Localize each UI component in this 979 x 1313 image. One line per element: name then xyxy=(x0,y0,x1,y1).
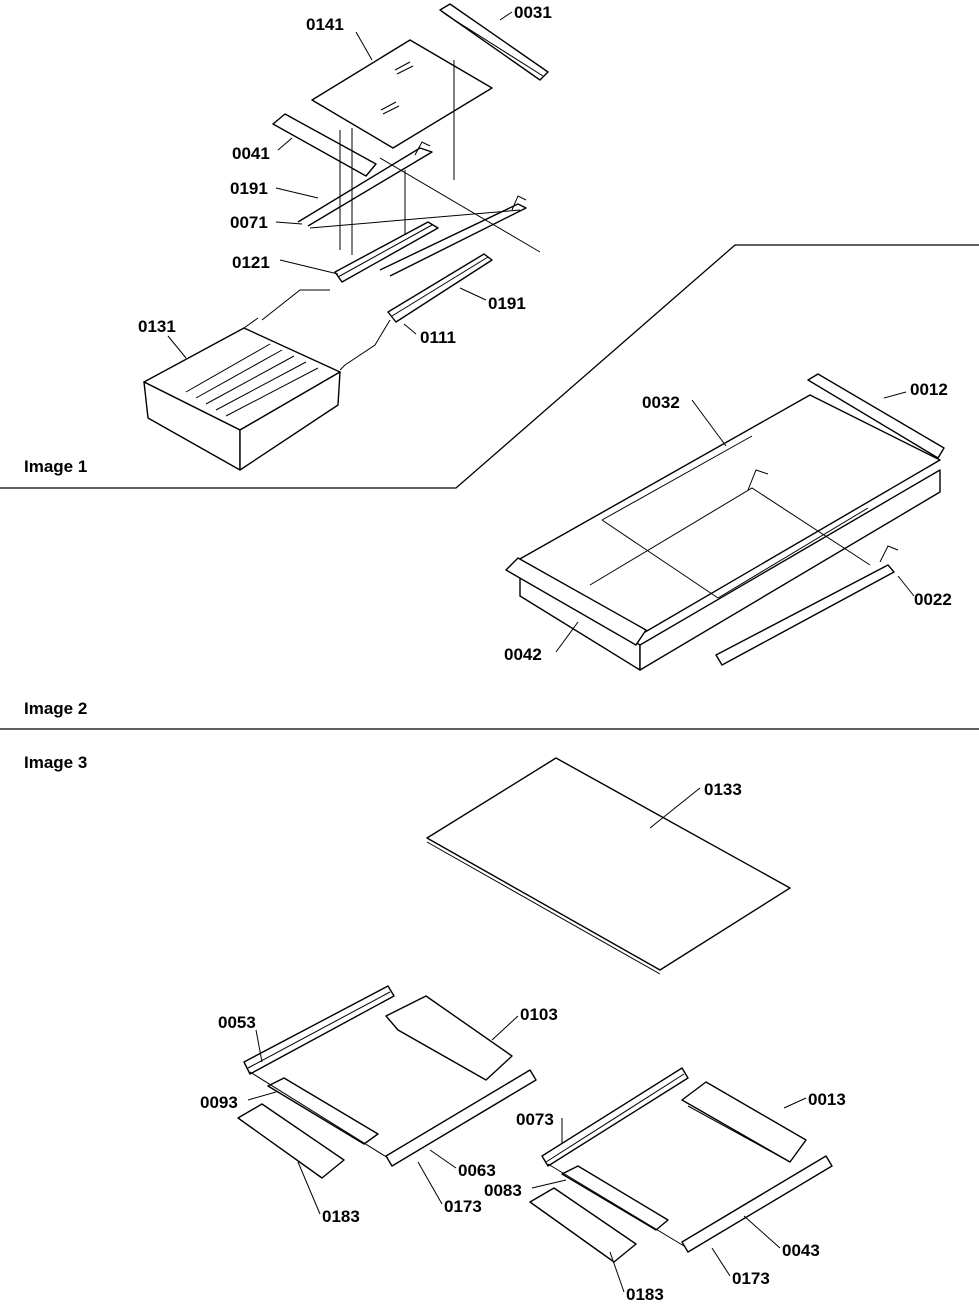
callout-0121: 0121 xyxy=(232,253,270,272)
image2-shelf-assembly xyxy=(505,373,945,671)
divider-image1 xyxy=(0,244,979,489)
callout-0053: 0053 xyxy=(218,1013,256,1032)
part-0183-trim-left xyxy=(237,1103,345,1179)
callout-0032: 0032 xyxy=(642,393,680,412)
image2-callouts: 0032 0012 0022 0042 xyxy=(504,380,952,664)
glass-glint-marks xyxy=(380,61,414,115)
callout-0183-right: 0183 xyxy=(626,1285,664,1304)
callout-0133: 0133 xyxy=(704,780,742,799)
callout-0043: 0043 xyxy=(782,1241,820,1260)
part-0183-trim-right xyxy=(529,1187,637,1263)
image3-left-frame xyxy=(237,985,537,1179)
callout-0093: 0093 xyxy=(200,1093,238,1112)
callout-0103: 0103 xyxy=(520,1005,558,1024)
part-0083-rail xyxy=(561,1165,669,1231)
part-0022-rail xyxy=(715,564,895,666)
part-0141-glass xyxy=(311,39,493,149)
part-0121-rail xyxy=(334,221,439,283)
part-0043-rail xyxy=(681,1155,833,1253)
callout-0191-right: 0191 xyxy=(488,294,526,313)
image3-group: Image 3 xyxy=(24,753,846,1304)
callout-0111: 0111 xyxy=(420,328,456,347)
part-0013-bracket xyxy=(681,1081,807,1163)
section-label-image1: Image 1 xyxy=(24,457,87,476)
callout-0063: 0063 xyxy=(458,1161,496,1180)
callout-0031: 0031 xyxy=(514,3,552,22)
part-0063-rail xyxy=(385,1069,537,1167)
callout-0073: 0073 xyxy=(516,1110,554,1129)
callout-0173-left: 0173 xyxy=(444,1197,482,1216)
section-label-image2: Image 2 xyxy=(24,699,87,718)
part-frame xyxy=(297,141,541,277)
part-0073-rail xyxy=(541,1067,689,1167)
part-0133-glass xyxy=(426,757,791,971)
image3-callouts: 0133 0053 0103 0093 0063 0173 0183 0073 … xyxy=(200,780,846,1304)
callout-0041: 0041 xyxy=(232,144,270,163)
image3-leaders xyxy=(247,787,807,1293)
part-0041-trim xyxy=(272,113,377,177)
part-0103-bracket xyxy=(385,995,513,1081)
image1-leaders xyxy=(167,11,513,359)
guide-lines xyxy=(261,60,455,371)
part-0042-trim xyxy=(505,557,647,646)
callout-0012: 0012 xyxy=(910,380,948,399)
callout-0191-left: 0191 xyxy=(230,179,268,198)
part-0131-drawer xyxy=(143,317,341,471)
callout-0042: 0042 xyxy=(504,645,542,664)
callout-0022: 0022 xyxy=(914,590,952,609)
part-0031-trim xyxy=(439,3,549,81)
image1-group: Image 1 xyxy=(24,3,552,476)
callout-0071: 0071 xyxy=(230,213,268,232)
image2-group: Image 2 0032 0012 0022 0042 xyxy=(24,373,952,718)
callout-0183-left: 0183 xyxy=(322,1207,360,1226)
callout-0013: 0013 xyxy=(808,1090,846,1109)
section-dividers xyxy=(0,244,979,730)
image3-right-frame xyxy=(529,1067,833,1263)
section-label-image3: Image 3 xyxy=(24,753,87,772)
callout-0173-right: 0173 xyxy=(732,1269,770,1288)
image1-callouts: 0141 0031 0041 0191 0071 0121 0191 0111 … xyxy=(138,3,552,347)
callout-0141: 0141 xyxy=(306,15,344,34)
callout-0083: 0083 xyxy=(484,1181,522,1200)
callout-0131: 0131 xyxy=(138,317,176,336)
part-0093-rail xyxy=(267,1077,379,1145)
image2-leaders xyxy=(555,391,915,653)
part-0012-trim xyxy=(807,373,945,459)
